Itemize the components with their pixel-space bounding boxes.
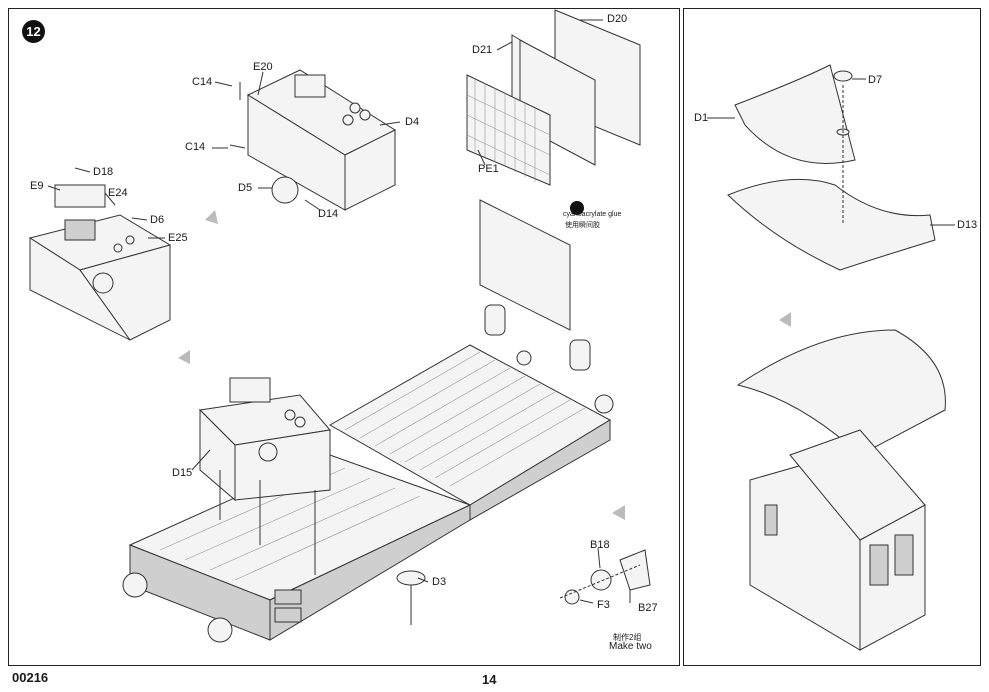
label-d21: D21 <box>472 44 493 56</box>
label-d5: D5 <box>238 182 253 194</box>
make-two-cn: 制作2组 <box>613 633 642 642</box>
label-d4: D4 <box>405 116 420 128</box>
battery-box-upper <box>229 69 397 211</box>
label-d7: D7 <box>868 74 883 86</box>
label-e9: E9 <box>30 180 44 192</box>
glue-note-en: cyanoacrylate glue <box>563 211 622 218</box>
control-box-assembled <box>198 377 331 575</box>
cab-assembly-panel <box>683 8 981 666</box>
label-e25: E25 <box>168 232 188 244</box>
label-d6: D6 <box>150 214 165 226</box>
label-b27: B27 <box>638 602 658 614</box>
cab-roof-exploded <box>727 64 936 271</box>
chassis-frame <box>122 344 614 643</box>
label-f3: F3 <box>597 599 610 611</box>
label-e24: E24 <box>108 187 128 199</box>
label-d18: D18 <box>93 166 114 178</box>
label-c14-lower: C14 <box>185 141 206 153</box>
page-code: 00216 <box>12 670 49 685</box>
cab-body <box>736 329 946 651</box>
make-two-en: Make two <box>609 641 652 652</box>
leader-lines <box>47 19 955 604</box>
label-e20: E20 <box>253 61 273 73</box>
label-d14: D14 <box>318 208 339 220</box>
label-d3: D3 <box>432 576 447 588</box>
label-d15: D15 <box>172 467 193 479</box>
label-d13: D13 <box>957 219 978 231</box>
label-d20: D20 <box>607 13 628 25</box>
label-pe1: PE1 <box>478 163 499 175</box>
glue-note-cn: 使用瞬间胶 <box>565 222 600 229</box>
label-d1: D1 <box>694 112 709 124</box>
left-box <box>28 184 172 341</box>
main-assembly-panel <box>8 8 680 666</box>
page-number: 14 <box>482 672 497 687</box>
step-number-badge: 12 <box>22 20 45 43</box>
label-b18: B18 <box>590 539 610 551</box>
small-parts <box>396 549 651 625</box>
radiator-assembly <box>466 9 641 371</box>
label-c14-upper: C14 <box>192 76 213 88</box>
direction-arrows <box>178 210 791 520</box>
